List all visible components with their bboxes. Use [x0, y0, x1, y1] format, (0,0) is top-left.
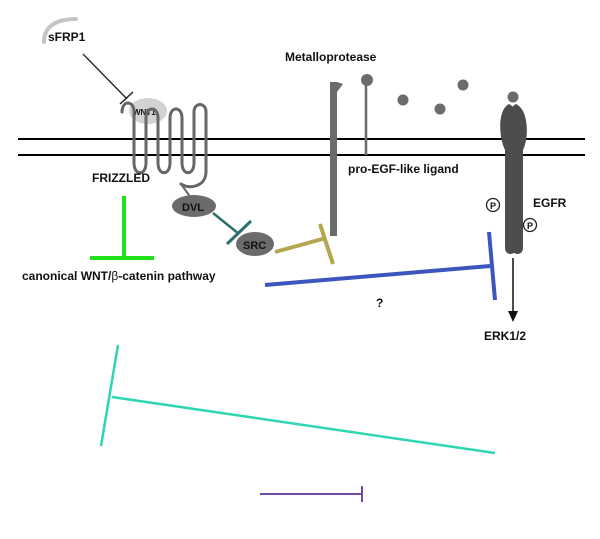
dvl-src-inhibition-line — [212, 212, 240, 235]
metalloprotease-protein — [330, 82, 337, 236]
sfrp1-label: sFRP1 — [48, 30, 86, 44]
phospho-site-1 — [485, 197, 501, 213]
canonical-suffix: -catenin pathway — [118, 269, 216, 283]
blue-inhibition-line — [264, 264, 491, 287]
released-ligand-2 — [434, 103, 446, 115]
frizzled-receptor — [120, 101, 208, 189]
phospho-site-2 — [522, 217, 538, 233]
released-ligand-4 — [507, 91, 519, 103]
erk-label: ERK1/2 — [484, 329, 526, 343]
blue-inhibition-bar — [487, 231, 497, 301]
src-node — [236, 232, 274, 256]
sfrp1-inhibition-bar — [119, 91, 134, 105]
wnt1-label: WNT1 — [133, 108, 156, 117]
sfrp1-inhibition-line — [82, 53, 128, 100]
src-label: SRC — [243, 240, 266, 252]
pro-egf-label: pro-EGF-like ligand — [348, 162, 459, 176]
dvl-node — [172, 195, 216, 217]
egfr-monomer-right — [507, 104, 527, 254]
frizzled-label: FRIZZLED — [92, 171, 150, 185]
question-mark: ? — [376, 296, 383, 310]
cyan-inhibition-bar — [99, 344, 120, 447]
dvl-src-inhibition-bar — [225, 219, 253, 246]
metalloprotease-label: Metalloprotease — [285, 50, 377, 64]
metalloprotease-head — [337, 82, 343, 92]
dvl-label: DVL — [182, 202, 204, 214]
released-ligand-1 — [397, 94, 409, 106]
phospho-label-2: P — [527, 221, 533, 231]
egfr-label: EGFR — [533, 196, 567, 210]
sfrp1-shape — [42, 17, 78, 44]
src-metalloprotease-inhibition-line — [274, 236, 327, 254]
pro-egf-head — [361, 74, 373, 86]
phospho-label-1: P — [490, 201, 496, 211]
cyan-inhibition-line — [111, 395, 496, 455]
canonical-prefix: canonical WNT/ — [22, 269, 112, 283]
src-metalloprotease-inhibition-bar — [318, 223, 335, 265]
canonical-pathway-label: canonical WNT/β-catenin pathway — [22, 269, 216, 283]
canonical-beta: β — [111, 269, 118, 283]
egfr-erk-arrowhead — [508, 311, 518, 322]
released-ligand-3 — [457, 79, 469, 91]
